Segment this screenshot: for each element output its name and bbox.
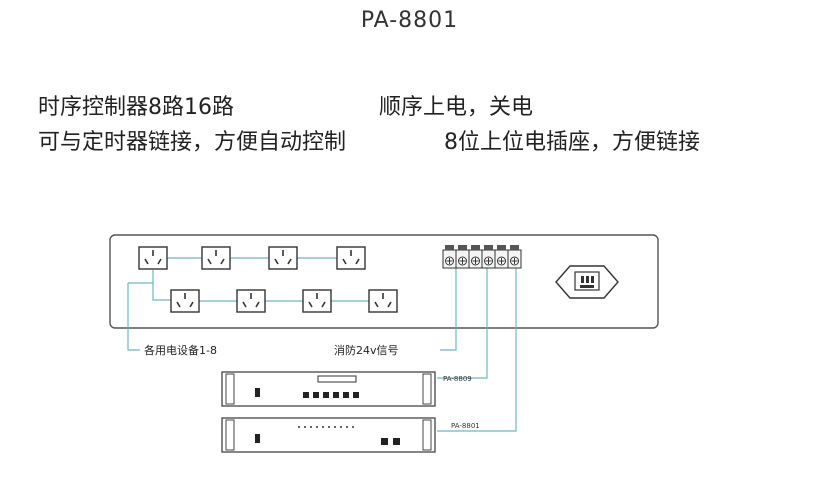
unit2-model-label: PA-8801 [451, 422, 480, 430]
feature-sequencer-channels: 时序控制器8路16路 [38, 95, 234, 120]
socket-3 [268, 246, 298, 270]
feature-eight-sockets: 8位上位电插座，方便链接 [444, 130, 700, 155]
socket-5 [170, 289, 200, 313]
socket-4 [336, 246, 366, 270]
feature-timer-link: 可与定时器链接，方便自动控制 [38, 130, 347, 155]
fire-signal-label: 消防24v信号 [334, 343, 399, 357]
socket-1 [138, 246, 168, 270]
socket-8 [368, 289, 398, 313]
devices-label: 各用电设备1-8 [144, 343, 217, 357]
socket-2 [201, 246, 231, 270]
socket-7 [302, 289, 332, 313]
rack-unit-pa8801 [221, 417, 436, 453]
unit1-model-label: PA-8809 [443, 375, 472, 383]
power-inlet-icon [555, 265, 619, 299]
page-title: PA-8801 [360, 8, 459, 33]
socket-6 [236, 289, 266, 313]
rack-unit-pa8809 [221, 371, 436, 407]
feature-sequential-power: 顺序上电，关电 [379, 95, 534, 120]
